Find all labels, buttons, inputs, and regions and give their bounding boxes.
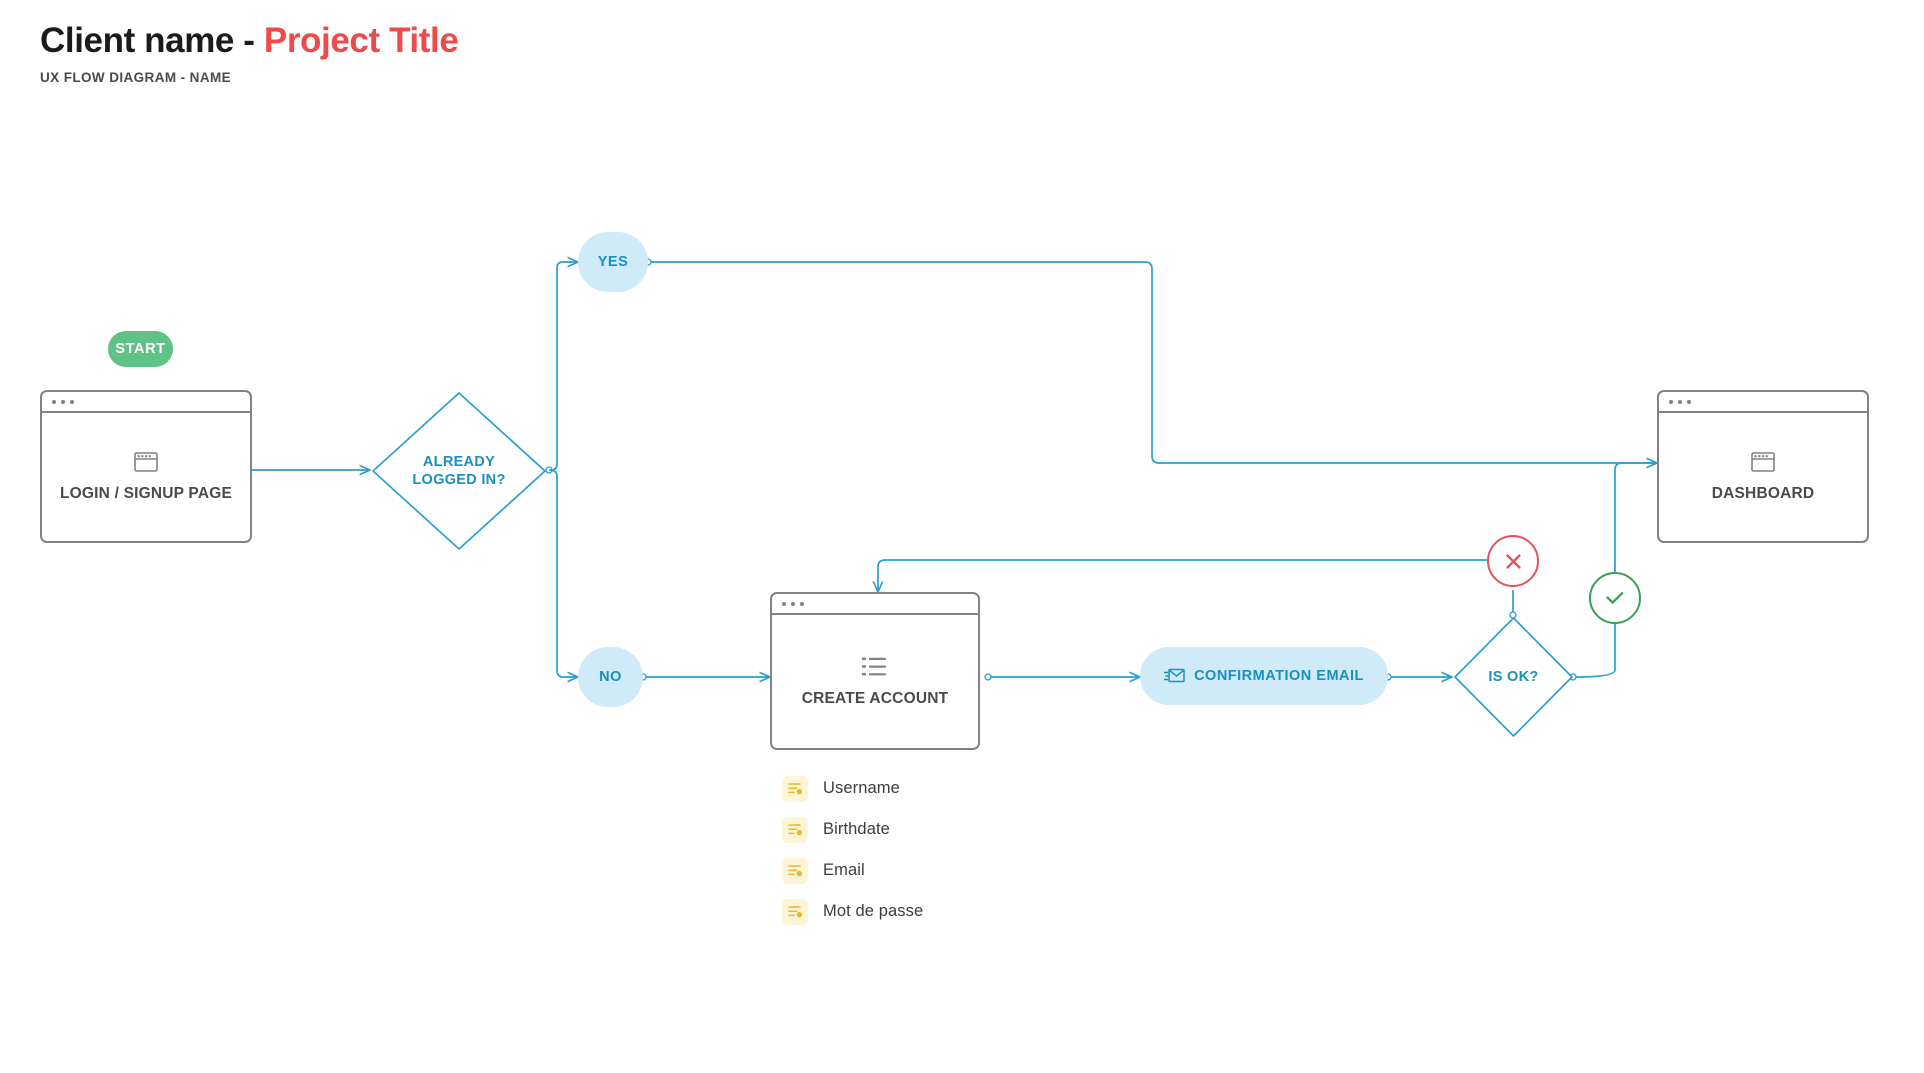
list-item[interactable]: Birthdate — [782, 809, 923, 850]
node-label: CONFIRMATION EMAIL — [1194, 668, 1364, 684]
branch-yes[interactable]: YES — [578, 232, 648, 292]
node-is-ok-decision[interactable]: IS OK? — [1452, 615, 1575, 739]
browser-window-icon — [134, 451, 158, 472]
node-label: ALREADY LOGGED IN? — [412, 453, 506, 488]
branch-no[interactable]: NO — [578, 647, 643, 707]
list-icon — [862, 657, 886, 675]
window-titlebar — [1659, 392, 1867, 413]
page-title: Client name - Project Title — [40, 21, 459, 61]
form-field-icon — [782, 898, 808, 925]
list-item-label: Mot de passe — [823, 902, 924, 920]
window-dot — [1669, 399, 1673, 404]
window-titlebar — [772, 594, 978, 615]
list-item-label: Username — [823, 779, 900, 797]
decision-diamond-shape — [372, 392, 546, 550]
window-dot — [70, 399, 74, 404]
node-label: LOGIN / SIGNUP PAGE — [59, 484, 233, 502]
branch-no-label: NO — [599, 669, 622, 685]
form-field-icon — [782, 816, 808, 843]
list-item[interactable]: Mot de passe — [782, 891, 923, 932]
create-account-field-list: Username Birthdate — [782, 768, 923, 932]
list-item-label: Email — [823, 861, 865, 879]
project-title: Project Title — [263, 21, 459, 60]
window-dot — [1687, 399, 1691, 404]
list-item[interactable]: Username — [782, 768, 923, 809]
page-subtitle: UX FLOW DIAGRAM - NAME — [40, 69, 232, 85]
form-field-icon — [782, 775, 808, 802]
status-badge-success — [1589, 572, 1641, 624]
window-dot — [1678, 399, 1682, 404]
form-field-icon — [782, 857, 808, 884]
node-confirmation-email[interactable]: CONFIRMATION EMAIL — [1140, 647, 1388, 705]
node-create-account[interactable]: CREATE ACCOUNT — [770, 592, 980, 750]
node-label: IS OK? — [1488, 668, 1539, 685]
window-dot — [800, 601, 804, 606]
decision-diamond-shape — [1454, 617, 1573, 737]
status-badge-error — [1487, 535, 1539, 587]
window-body: CREATE ACCOUNT — [772, 615, 978, 748]
email-send-icon — [1164, 668, 1185, 683]
node-dashboard[interactable]: DASHBOARD — [1657, 390, 1869, 543]
node-already-logged-in-decision[interactable]: ALREADY LOGGED IN? — [370, 390, 548, 552]
client-name: Client name — [40, 21, 234, 60]
node-label: DASHBOARD — [1711, 484, 1815, 502]
window-dot — [782, 601, 786, 606]
window-body: LOGIN / SIGNUP PAGE — [42, 413, 250, 541]
window-dot — [52, 399, 56, 404]
list-item[interactable]: Email — [782, 850, 923, 891]
node-login-signup-page[interactable]: LOGIN / SIGNUP PAGE — [40, 390, 252, 543]
browser-window-icon — [1751, 451, 1775, 472]
check-circle-icon — [1606, 592, 1624, 604]
window-titlebar — [42, 392, 250, 413]
branch-yes-label: YES — [597, 254, 629, 270]
window-body: DASHBOARD — [1659, 413, 1867, 541]
title-separator: - — [233, 21, 264, 60]
list-item-label: Birthdate — [823, 820, 890, 838]
start-label: START — [115, 341, 166, 357]
window-dot — [791, 601, 795, 606]
page-header: Client name - Project Title UX FLOW DIAG… — [40, 21, 459, 85]
window-dot — [61, 399, 65, 404]
node-label: CREATE ACCOUNT — [801, 689, 949, 707]
x-circle-icon — [1505, 553, 1521, 569]
start-badge: START — [108, 331, 173, 367]
